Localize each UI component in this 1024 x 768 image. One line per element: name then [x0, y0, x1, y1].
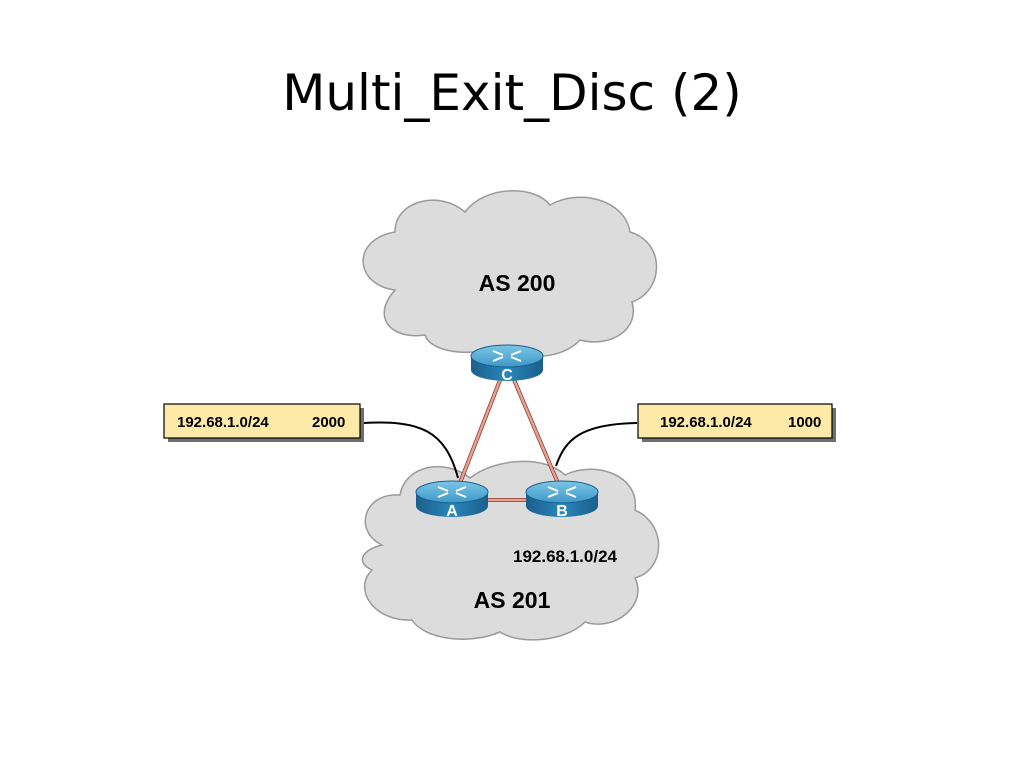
router-arrows-icon	[547, 486, 577, 498]
connector-left	[362, 421, 459, 479]
as201-label: AS 201	[474, 587, 551, 613]
router-c-label: C	[501, 367, 513, 384]
connectors	[362, 421, 638, 479]
router-c: C	[470, 344, 544, 384]
router-arrows-icon	[437, 486, 467, 498]
router-a-label: A	[446, 503, 458, 520]
advert-right-prefix: 192.68.1.0/24	[660, 414, 752, 431]
advert-left-prefix: 192.68.1.0/24	[177, 414, 269, 431]
advert-box-left: 192.68.1.0/24 2000	[163, 403, 364, 442]
router-b: B	[525, 480, 599, 520]
network-prefix-label: 192.68.1.0/24	[513, 547, 618, 566]
router-b-label: B	[556, 503, 568, 520]
advert-box-right: 192.68.1.0/24 1000	[637, 403, 836, 442]
router-a: A	[415, 480, 489, 520]
slide-title: Multi_Exit_Disc (2)	[282, 64, 742, 122]
cloud-as200	[362, 190, 658, 358]
advert-left-med: 2000	[312, 414, 345, 431]
router-arrows-icon	[492, 350, 522, 362]
as200-label: AS 200	[479, 270, 556, 296]
links	[456, 374, 562, 502]
connector-right	[555, 422, 638, 467]
advert-right-med: 1000	[788, 414, 821, 431]
